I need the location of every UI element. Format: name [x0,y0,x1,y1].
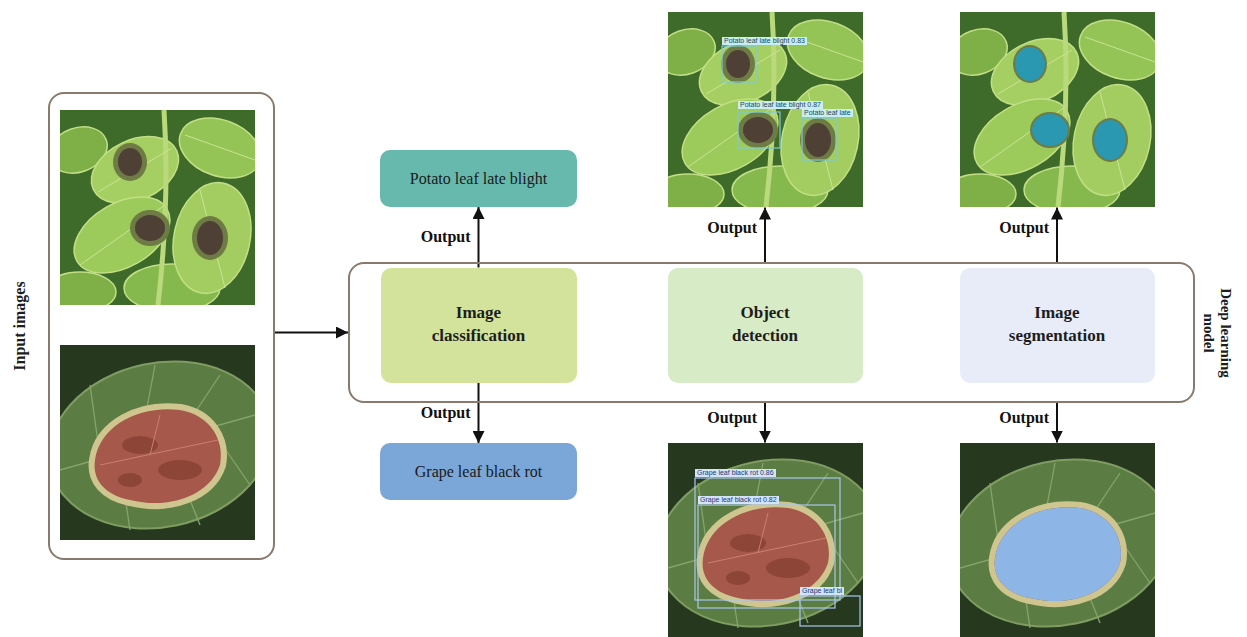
detection-tag: Grape leaf black rot 0.82 [698,496,779,504]
input-photos [33,107,286,548]
flow-arrow [275,332,348,334]
output-label: Output [677,218,757,238]
model-panel: Deep learning modelImage classificationO… [348,262,1195,403]
detection-tag: Potato leaf late blight 0.83 [722,37,807,45]
segmentation-mask [995,507,1121,601]
grape-leaf-photo [641,440,894,637]
potato-leaf-photo [942,9,1169,214]
output-label: Output [969,218,1049,238]
detection-tag: Potato leaf late blight 0.87 [738,101,823,109]
output-label: Output [677,408,757,428]
process-box: Image segmentation [960,268,1155,383]
class-label: Potato leaf late blight [410,170,547,188]
output-box: Grape leaf black rot [380,443,577,500]
detection-tag: Grape leaf bl [800,587,844,595]
segmentation-output-photos [933,9,1186,637]
panel-title: Input images [11,281,29,370]
output-box: Potato leaf late blight [380,150,577,207]
detection-tag: Potato leaf late [802,109,853,117]
bounding-boxes [695,478,860,626]
detection-output-photos [641,9,894,637]
input-panel: Input images [48,92,275,560]
potato-leaf-photo [650,9,877,214]
class-label: Grape leaf black rot [415,463,542,481]
output-label: Output [391,403,471,423]
process-box: Image classification [381,268,577,383]
segmentation-mask [1015,47,1126,160]
grape-leaf-photo [33,342,286,549]
process-label: Image segmentation [1002,302,1112,348]
bounding-boxes [722,46,836,160]
panel-title: Deep learning model [1200,273,1235,393]
flow-arrow [478,383,480,444]
detection-tag: Grape leaf black rot 0.86 [695,469,776,477]
output-label: Output [969,408,1049,428]
process-label: Image classification [424,302,534,348]
process-label: Object detection [710,302,820,348]
process-box: Object detection [668,268,863,383]
potato-leaf-photo [42,107,269,312]
grape-leaf-photo [933,440,1186,637]
output-label: Output [391,227,471,247]
flow-arrow [478,207,480,268]
